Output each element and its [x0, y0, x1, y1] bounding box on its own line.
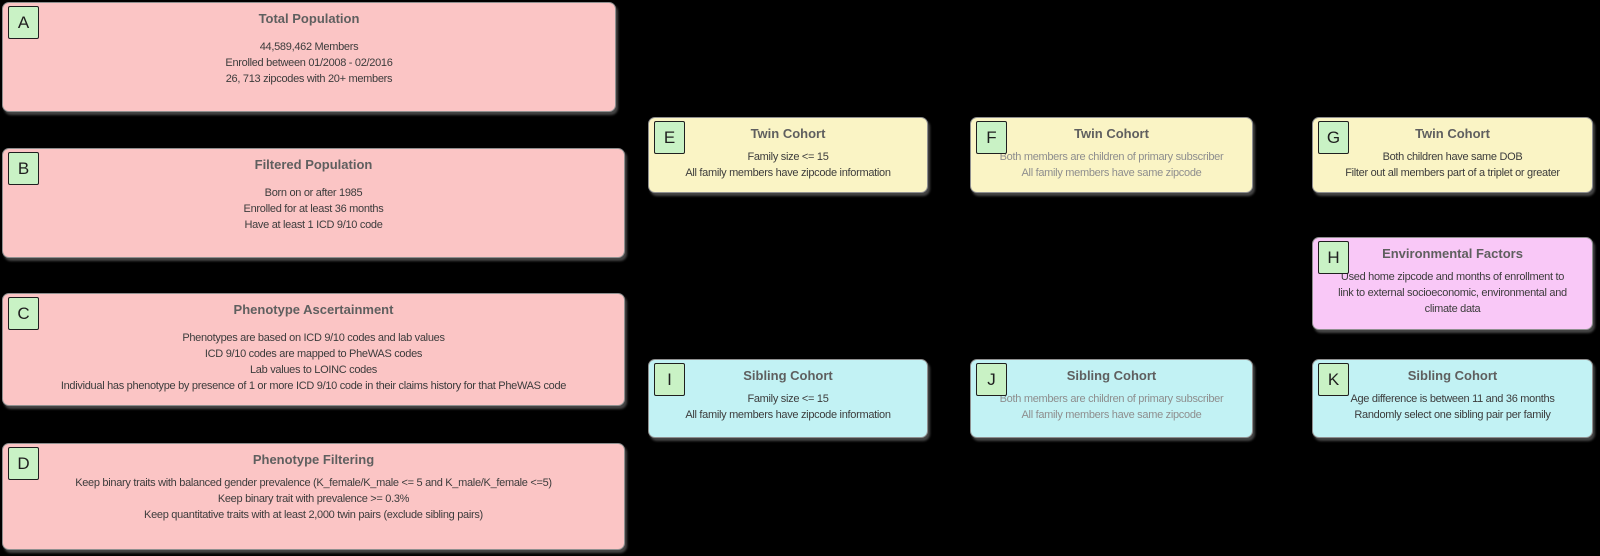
node-line: Filter out all members part of a triplet…: [1345, 167, 1560, 179]
node-body: Born on or after 1985 Enrolled for at le…: [7, 185, 620, 233]
node-line: Keep binary trait with prevalence >= 0.3…: [217, 493, 410, 505]
node-title: Filtered Population: [254, 157, 373, 172]
node-sibling-cohort-1: I Sibling Cohort Family size <= 15 All f…: [648, 359, 928, 438]
node-line: Lab values to LOINC codes: [249, 364, 378, 376]
node-line: Used home zipcode and months of enrollme…: [1340, 271, 1565, 283]
node-line: Enrolled for at least 36 months: [243, 203, 384, 215]
node-line: Both members are children of primary sub…: [999, 151, 1224, 163]
badge-g: G: [1318, 121, 1349, 154]
badge-f: F: [976, 121, 1007, 154]
node-phenotype-filtering: D Phenotype Filtering Keep binary traits…: [2, 443, 625, 550]
node-line: climate data: [1424, 303, 1481, 315]
node-body: Both members are children of primary sub…: [975, 149, 1248, 181]
node-line: 26, 713 zipcodes with 20+ members: [225, 73, 393, 85]
node-twin-cohort-2: F Twin Cohort Both members are children …: [970, 117, 1253, 193]
node-twin-cohort-3: G Twin Cohort Both children have same DO…: [1312, 117, 1593, 193]
node-line: All family members have same zipcode: [1021, 409, 1202, 421]
node-line: Have at least 1 ICD 9/10 code: [244, 219, 383, 231]
node-line: Family size <= 15: [747, 151, 829, 163]
node-line: All family members have zipcode informat…: [685, 409, 891, 421]
badge-c: C: [8, 297, 39, 330]
node-line: Born on or after 1985: [264, 187, 363, 199]
node-title: Twin Cohort: [750, 126, 826, 141]
node-body: Phenotypes are based on ICD 9/10 codes a…: [7, 330, 620, 394]
node-title: Phenotype Filtering: [252, 452, 375, 467]
node-title: Twin Cohort: [1415, 126, 1490, 141]
badge-a: A: [8, 6, 39, 39]
node-sibling-cohort-3: K Sibling Cohort Age difference is betwe…: [1312, 359, 1593, 438]
node-body: Age difference is between 11 and 36 mont…: [1317, 391, 1588, 423]
node-title: Phenotype Ascertainment: [233, 302, 394, 317]
node-line: Keep quantitative traits with at least 2…: [144, 509, 483, 521]
node-title: Twin Cohort: [1074, 126, 1149, 141]
node-line: Family size <= 15: [747, 393, 829, 405]
badge-i: I: [654, 363, 685, 396]
node-title: Sibling Cohort: [1066, 368, 1157, 383]
node-filtered-population: B Filtered Population Born on or after 1…: [2, 148, 625, 258]
node-body: Keep binary traits with balanced gender …: [7, 475, 620, 523]
node-sibling-cohort-2: J Sibling Cohort Both members are childr…: [970, 359, 1253, 438]
node-body: Used home zipcode and months of enrollme…: [1317, 269, 1588, 317]
node-line: Individual has phenotype by presence of …: [60, 380, 567, 392]
node-line: All family members have zipcode informat…: [685, 167, 891, 179]
node-total-population: A Total Population 44,589,462 Members En…: [2, 2, 616, 112]
node-title: Sibling Cohort: [743, 368, 833, 383]
node-line: Age difference is between 11 and 36 mont…: [1350, 393, 1555, 405]
node-twin-cohort-1: E Twin Cohort Family size <= 15 All fami…: [648, 117, 928, 193]
node-line: ICD 9/10 codes are mapped to PheWAS code…: [204, 348, 423, 360]
badge-b: B: [8, 152, 39, 185]
badge-e: E: [654, 121, 685, 154]
node-body: Both children have same DOB Filter out a…: [1317, 149, 1588, 181]
node-title: Environmental Factors: [1382, 246, 1523, 261]
node-title: Total Population: [258, 11, 360, 26]
node-line: 44,589,462 Members: [259, 41, 359, 53]
node-environmental-factors: H Environmental Factors Used home zipcod…: [1312, 237, 1593, 330]
node-line: Both members are children of primary sub…: [999, 393, 1224, 405]
badge-h: H: [1318, 241, 1349, 274]
badge-d: D: [8, 447, 39, 480]
node-body: 44,589,462 Members Enrolled between 01/2…: [7, 39, 611, 87]
node-line: Both children have same DOB: [1382, 151, 1523, 163]
node-line: link to external socioeconomic, environm…: [1338, 287, 1567, 299]
node-body: Family size <= 15 All family members hav…: [653, 149, 923, 181]
node-phenotype-ascertainment: C Phenotype Ascertainment Phenotypes are…: [2, 293, 625, 406]
node-body: Both members are children of primary sub…: [975, 391, 1248, 423]
node-line: Keep binary traits with balanced gender …: [75, 477, 552, 489]
node-line: Enrolled between 01/2008 - 02/2016: [225, 57, 393, 69]
node-line: Phenotypes are based on ICD 9/10 codes a…: [182, 332, 445, 344]
node-title: Sibling Cohort: [1407, 368, 1498, 383]
badge-k: K: [1318, 363, 1349, 396]
node-line: Randomly select one sibling pair per fam…: [1354, 409, 1551, 421]
node-body: Family size <= 15 All family members hav…: [653, 391, 923, 423]
node-line: All family members have same zipcode: [1021, 167, 1202, 179]
badge-j: J: [976, 363, 1007, 396]
